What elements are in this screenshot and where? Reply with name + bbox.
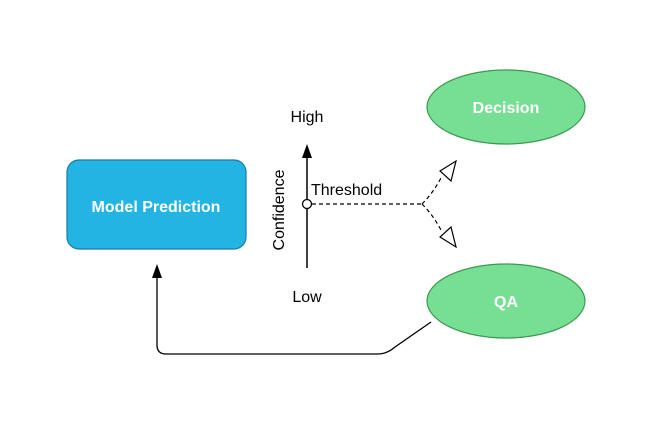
qa-node[interactable]: QA [426,263,586,339]
threshold-branch-connector [312,159,457,249]
feedback-arrowhead [152,264,162,278]
qa-branch-arrowhead [439,225,457,249]
high-label: High [291,109,324,126]
confidence-axis-title: Confidence [271,169,288,250]
threshold-marker[interactable] [301,198,313,210]
model-prediction-label: Model Prediction [92,199,221,216]
qa-label: QA [494,294,518,311]
low-label: Low [292,289,322,306]
model-prediction-node[interactable]: Model Prediction [66,159,247,250]
axis-arrowhead [302,144,312,158]
decision-label: Decision [473,100,540,117]
threshold-label: Threshold [311,182,382,199]
decision-node[interactable]: Decision [426,69,586,145]
qa-feedback-connector [152,264,432,355]
decision-branch-arrowhead [439,159,457,183]
